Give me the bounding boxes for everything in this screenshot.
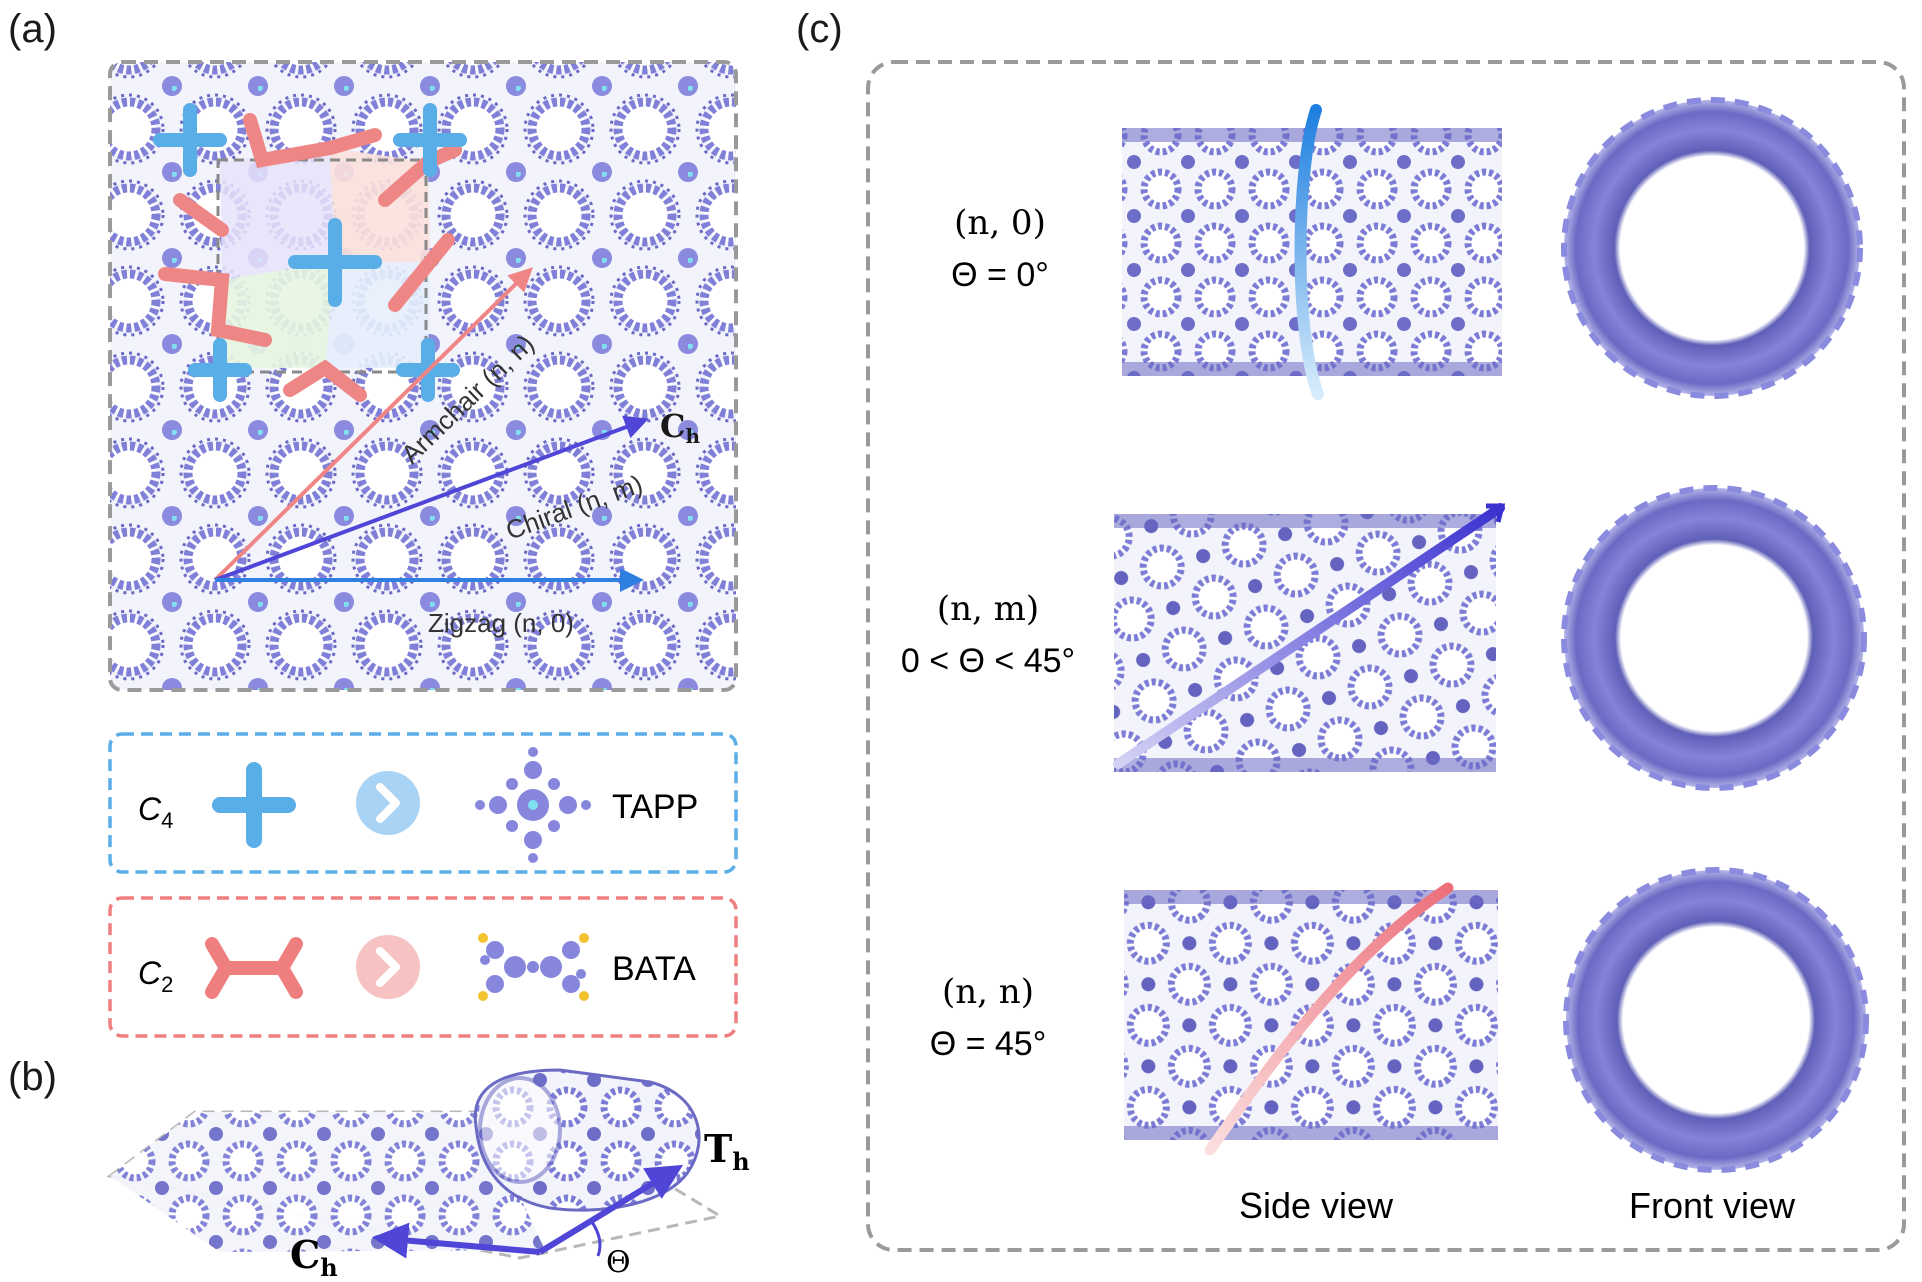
row-1-index: (n, 0) [954,203,1046,243]
front-view-1 [1564,100,1860,396]
legend-tapp-frame [108,732,738,874]
chiral-wrap-arrow [1113,503,1505,769]
tapp-node-top-left [153,103,227,177]
unit-cell-quad-green [218,262,335,368]
row-2-angle: 0 < Θ < 45° [901,642,1075,680]
side-view-2-edge-top [1114,514,1496,528]
c4-cross-icon [212,762,296,848]
tapp-nodes [153,103,467,402]
front-view-2-texture [1561,485,1867,791]
legend-tapp: C4 TAPP [108,732,738,874]
side-view-3-edge-bottom [1124,1126,1498,1140]
ch-vector-b [372,1222,541,1259]
bata-link-upper-left [173,193,229,237]
panel-c: (c) (n, 0) Θ = 0° (n, m) 0 < Θ < 45° [796,7,1906,1252]
tube-opening [478,1076,562,1184]
bata-link-right [388,233,455,312]
legend-tapp-symbol: C4 [138,791,173,833]
row-2-index: (n, m) [937,589,1039,629]
arrow-circle-icon-2 [356,935,420,999]
row-1-angle: Θ = 0° [951,256,1049,294]
column-label-front: Front view [1629,1185,1796,1226]
tapp-node-center [288,218,382,307]
c2-linker-icon [205,937,303,999]
panel-a-label: (a) [8,7,57,51]
zigzag-wrap-arrow [1294,104,1324,400]
side-view-3-edge-top [1124,890,1498,904]
armchair-vector [213,267,533,582]
legend-tapp-name: TAPP [612,788,698,826]
panel-c-label: (c) [796,7,843,51]
tapp-node-top-right [393,103,467,177]
flat-sheet [110,1112,545,1252]
unit-cell [153,103,467,402]
tapp-core-dot [528,800,538,810]
zigzag-label: Zigzag (n, 0) [428,608,574,638]
tapp-node-bottom-left [188,338,252,402]
arrow-circle-icon [356,771,420,835]
bata-dot-3 [579,933,589,943]
chiral-vector [214,415,649,582]
th-label: Th [704,1126,750,1176]
side-view-2-edge-bottom [1114,758,1496,772]
theta-label: Θ [606,1245,631,1280]
row-3-index: (n, n) [942,972,1034,1012]
row-zigzag: (n, 0) Θ = 0° [951,97,1863,400]
bata-dot-2 [478,991,488,1001]
legend-bata-name: BATA [612,950,696,988]
bata-link-bottom [283,359,367,402]
side-view-1 [1122,128,1502,376]
row-chiral: (n, m) 0 < Θ < 45° [901,485,1867,791]
bata-dot-4 [579,991,589,1001]
unit-cell-quad-purple [220,148,335,280]
front-view-3 [1566,870,1866,1170]
panel-a: (a) [8,7,738,1038]
legend-bata-frame [108,896,738,1038]
bata-link-left [158,267,272,347]
theta-arc [590,1221,602,1257]
chiral-arrow-head [1486,503,1506,523]
bata-link-top [243,113,382,168]
panel-b: (b) Th Ch Θ [8,1055,750,1282]
ch-vector-label: Ch [660,407,700,448]
ch-label-b: Ch [290,1232,338,1282]
chevron-right-icon [376,783,400,823]
panel-b-label: (b) [8,1055,57,1099]
front-view-1-texture [1561,97,1863,399]
armchair-wrap-arrow [1204,882,1454,1156]
front-view-2 [1564,488,1864,788]
th-vector [538,1164,684,1255]
bata-dot-1 [478,933,488,943]
column-label-side: Side view [1239,1185,1394,1226]
front-view-3-texture [1563,867,1869,1173]
legend-bata-symbol: C2 [138,955,173,997]
bata-molecule-icon [480,941,586,993]
chevron-right-icon-2 [376,947,400,987]
row-3-angle: Θ = 45° [930,1025,1047,1063]
legend-bata: C2 BATA [108,896,738,1038]
bata-linkers [158,113,462,402]
row-armchair: (n, n) Θ = 45° [930,867,1869,1173]
